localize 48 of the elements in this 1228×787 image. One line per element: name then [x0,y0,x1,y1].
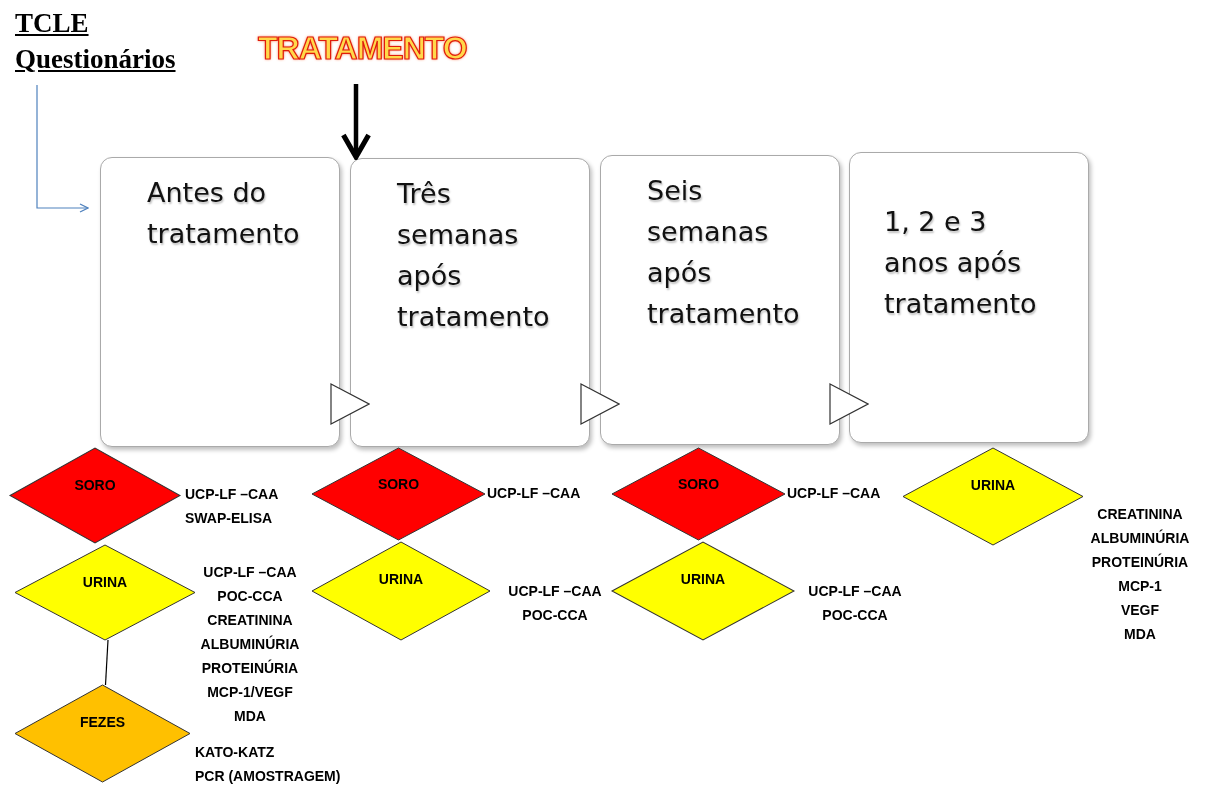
stage-label: Seis semanas após tratamento [647,174,801,331]
arrow [340,84,372,160]
sample-label: FEZES [79,714,126,731]
test-name: POC-CCA [821,606,889,625]
test-name: MCP-1/VEGF [206,683,294,702]
chevron-arrow [580,383,620,425]
test-name: CREATININA [1096,505,1184,524]
test-name: SWAP-ELISA [185,509,273,528]
test-name: VEGF [1119,601,1161,620]
heading-text: Questionários [15,43,176,76]
test-name: KATO-KATZ [195,743,275,762]
test-name: PROTEINÚRIA [1090,552,1190,572]
chevron-arrow [829,383,869,425]
test-name: ALBUMINÚRIA [1089,528,1191,548]
sample-label: SORO [677,475,720,492]
arrow [36,84,89,213]
test-name: MCP-1 [1117,577,1163,596]
test-name: UCP-LF –CAA [787,484,881,503]
test-name: MDA [233,707,267,726]
test-name: UCP-LF –CAA [807,582,903,601]
test-name: PCR (AMOSTRAGEM) [195,767,341,786]
test-name: MDA [1123,625,1157,644]
stage-box [600,155,840,445]
test-name: UCP-LF –CAA [487,484,581,503]
connector-line [104,639,109,686]
heading-text: TCLE [15,7,89,40]
test-name: POC-CCA [521,606,589,625]
test-name: ALBUMINÚRIA [199,634,301,654]
stage-box [100,157,340,447]
test-name: UCP-LF –CAA [185,485,279,504]
test-name: UCP-LF –CAA [507,582,603,601]
test-name: CREATININA [206,611,294,630]
stage-label: Antes do tratamento [147,176,301,251]
stage-label: 1, 2 e 3 anos após tratamento [884,205,1037,321]
sample-label: URINA [378,571,424,588]
chevron-arrow [330,383,370,425]
sample-label: SORO [74,476,116,493]
sample-label: URINA [82,573,128,590]
test-name: UCP-LF –CAA [202,563,298,582]
sample-label: URINA [970,477,1016,494]
heading-text: TRATAMENTO [258,30,467,67]
stage-box [350,158,590,447]
stage-label: Três semanas após tratamento [397,177,551,334]
sample-label: URINA [680,571,726,588]
test-name: PROTEINÚRIA [200,658,300,678]
sample-label: SORO [377,475,420,492]
test-name: POC-CCA [216,587,284,606]
stage-box [849,152,1089,443]
